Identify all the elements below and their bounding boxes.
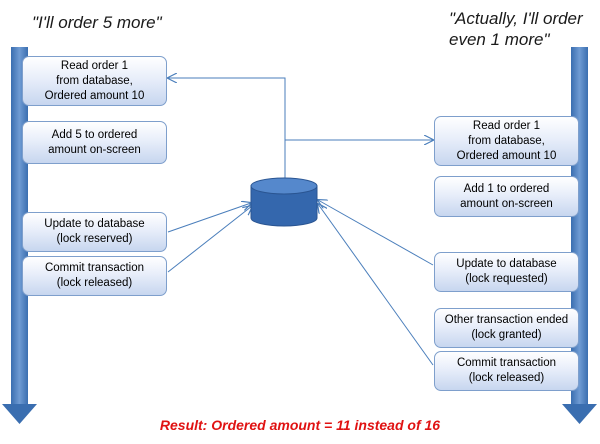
step-line: Read order 1 — [60, 59, 129, 72]
right-step-update-database: Update to database (lock requested) — [434, 252, 579, 292]
right-quote-line-2: even 1 more" — [449, 30, 550, 49]
left-step-commit-transaction: Commit transaction (lock released) — [22, 256, 167, 296]
step-line: from database, — [468, 134, 545, 147]
step-line: Ordered amount 10 — [456, 149, 557, 162]
left-step-update-database: Update to database (lock reserved) — [22, 212, 167, 252]
result-caption: Result: Ordered amount = 11 instead of 1… — [159, 417, 441, 433]
right-quote: "Actually, I'll order even 1 more" — [449, 8, 583, 50]
step-line: (lock granted) — [471, 329, 542, 341]
step-line: (lock reserved) — [56, 233, 133, 245]
step-line: amount on-screen — [48, 143, 141, 156]
connector-db-to-left-read — [168, 78, 286, 183]
step-line: Add 1 to ordered — [463, 182, 550, 195]
step-line: Update to database — [456, 258, 557, 270]
step-line: amount on-screen — [460, 197, 553, 210]
left-step-read-order: Read order 1 from database, Ordered amou… — [22, 56, 167, 106]
left-quote: "I'll order 5 more" — [32, 13, 162, 32]
step-line: Update to database — [44, 218, 145, 230]
step-line: Commit transaction — [456, 357, 557, 369]
connector-right-update-to-db — [318, 200, 434, 266]
connector-left-commit-to-db — [167, 206, 252, 273]
connector-left-update-to-db — [167, 203, 251, 233]
step-line: Commit transaction — [44, 262, 145, 274]
step-line: Ordered amount 10 — [44, 89, 145, 102]
step-line: Add 5 to ordered — [51, 128, 138, 141]
database-icon — [250, 177, 318, 227]
right-step-add-to-amount: Add 1 to ordered amount on-screen — [434, 176, 579, 217]
right-step-read-order: Read order 1 from database, Ordered amou… — [434, 116, 579, 166]
right-step-commit-transaction: Commit transaction (lock released) — [434, 351, 579, 391]
left-step-add-to-amount: Add 5 to ordered amount on-screen — [22, 121, 167, 164]
step-line: from database, — [56, 74, 133, 87]
step-line: (lock released) — [468, 372, 545, 384]
step-line: (lock released) — [56, 277, 133, 289]
right-quote-line-1: "Actually, I'll order — [449, 9, 583, 28]
connector-right-commit-to-db — [318, 204, 434, 366]
step-line: Read order 1 — [472, 119, 541, 132]
step-line: (lock requested) — [465, 273, 548, 285]
right-step-other-transaction-ended: Other transaction ended (lock granted) — [434, 308, 579, 348]
step-line: Other transaction ended — [444, 314, 569, 326]
